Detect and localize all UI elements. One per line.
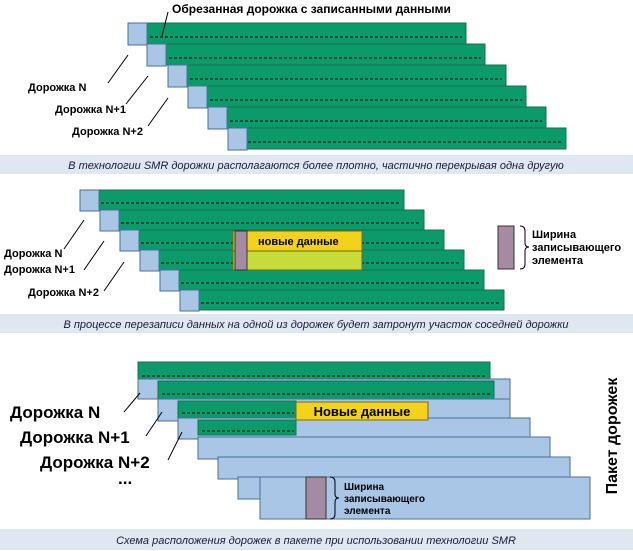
panel3-label-track-n2: Дорожка N+2 xyxy=(40,453,150,472)
panel3-label-track-n: Дорожка N xyxy=(10,403,100,422)
pointer-line xyxy=(63,219,85,250)
panel3-new-data-label: Новые данные xyxy=(314,404,411,419)
panel3-caption: Схема расположения дорожек в пакете при … xyxy=(116,535,516,547)
panel1-track xyxy=(146,43,486,67)
title-pointer-line xyxy=(161,11,169,37)
panel2-legend-line-2: записывающего xyxy=(532,242,621,254)
panel1-track xyxy=(207,106,547,130)
panel-2-tracks xyxy=(79,189,505,312)
panel1-track xyxy=(167,64,507,88)
panel3-track xyxy=(137,378,511,400)
panel3-write-line-2: записывающего xyxy=(344,494,425,505)
panel-1-tracks xyxy=(127,22,567,151)
panel3-track xyxy=(137,361,491,383)
panel3-ellipsis: ... xyxy=(118,469,132,488)
panel1-label-track-n1: Дорожка N+1 xyxy=(55,104,126,116)
write-element-brace xyxy=(329,476,340,520)
panel1-title: Обрезанная дорожка с записанными данными xyxy=(172,2,451,16)
panel3-write-line-1: Ширина xyxy=(344,482,384,493)
panel3-track xyxy=(217,456,571,480)
panel1-label-track-n2: Дорожка N+2 xyxy=(72,126,143,138)
panel1-track xyxy=(127,22,467,46)
panel2-new-data-label: новые данные xyxy=(258,236,339,248)
panel2-track xyxy=(159,269,485,292)
panel1-label-track-n: Дорожка N xyxy=(28,82,86,94)
write-element xyxy=(305,476,327,520)
pointer-line xyxy=(123,392,141,413)
pointer-line xyxy=(167,431,183,461)
legend-write-element-swatch xyxy=(497,225,515,270)
pointer-line xyxy=(145,411,163,437)
panel3-write-line-3: элемента xyxy=(344,506,391,517)
panel2-label-track-n1: Дорожка N+1 xyxy=(4,264,75,276)
pointer-line xyxy=(125,75,149,105)
panel1-track xyxy=(187,85,527,109)
caption-band xyxy=(0,529,633,550)
panel2-track xyxy=(179,289,505,312)
panel1-caption: В технологии SMR дорожки располагаются б… xyxy=(68,160,564,172)
panel-3: Новые данные Ширина записывающего элемен… xyxy=(0,361,633,550)
pointer-line xyxy=(107,54,129,84)
panel3-label-track-n1: Дорожка N+1 xyxy=(20,428,130,447)
caption-band xyxy=(0,314,633,333)
panel2-legend-line-1: Ширина xyxy=(532,229,577,241)
caption-band xyxy=(0,155,633,174)
panel2-label-track-n2: Дорожка N+2 xyxy=(28,287,99,299)
panel2-track xyxy=(99,209,425,232)
panel1-track xyxy=(227,127,567,151)
pointer-line xyxy=(103,261,125,292)
band-label: Пакет дорожек xyxy=(604,377,621,495)
pointer-line xyxy=(83,240,105,271)
panel2-track xyxy=(79,189,405,212)
legend-brace xyxy=(519,225,530,270)
pointer-line xyxy=(147,97,169,127)
panel3-track xyxy=(197,436,551,460)
panel2-caption: В процессе перезаписи данных на одной из… xyxy=(63,319,568,331)
panel2-label-track-n: Дорожка N xyxy=(4,248,62,260)
panel3-track xyxy=(177,417,531,440)
panel-2: новые данные Ширина записывающего элемен… xyxy=(0,189,633,333)
panel-1: Обрезанная дорожка с записанными данными… xyxy=(0,2,633,174)
write-element xyxy=(234,230,248,271)
panel2-legend-line-3: элемента xyxy=(532,255,584,267)
new-data-block xyxy=(295,401,429,421)
overwritten-area xyxy=(232,250,363,271)
